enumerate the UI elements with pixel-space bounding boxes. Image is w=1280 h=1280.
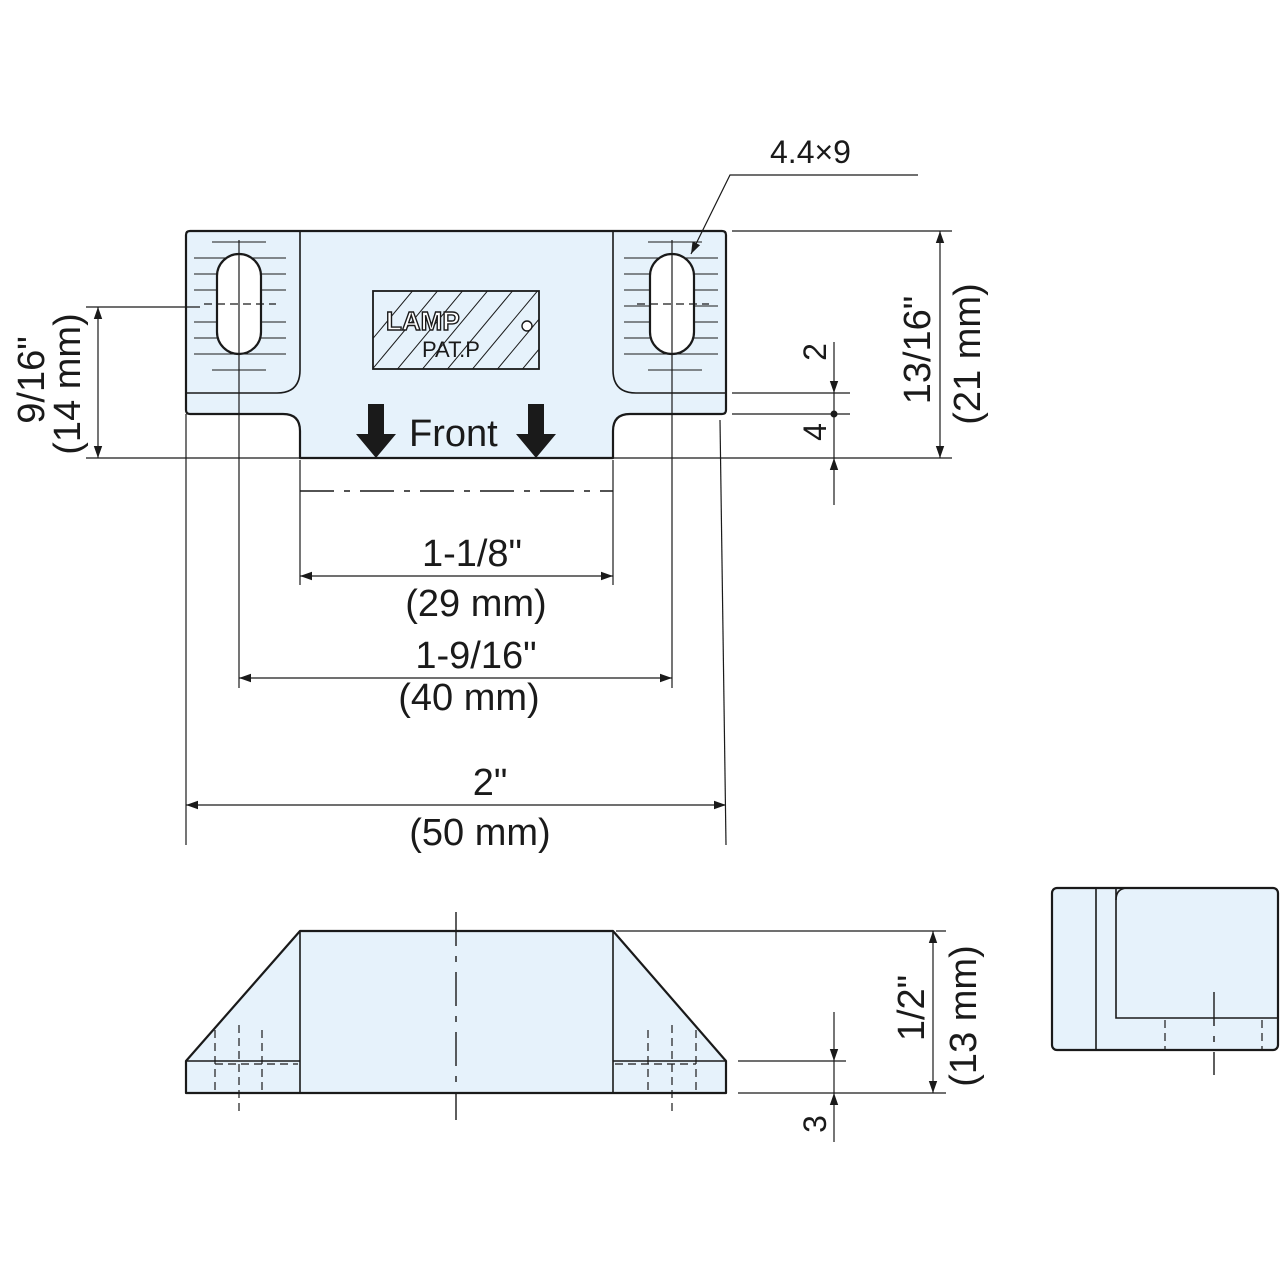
top-extension-lines bbox=[86, 230, 952, 846]
dim-front-mm: (13 mm) bbox=[943, 945, 985, 1086]
dimension-front-height: 1/2" (13 mm) bbox=[891, 931, 985, 1093]
slot-leader bbox=[690, 174, 918, 255]
dim-small-b: 4 bbox=[797, 423, 833, 441]
dim-front-base: 3 bbox=[797, 1115, 833, 1133]
center-block-edge-left bbox=[186, 231, 301, 394]
dim-height-mm: (21 mm) bbox=[947, 283, 989, 424]
patent-text: PAT.P bbox=[422, 337, 480, 362]
dimension-right: 13/16" (21 mm) bbox=[897, 231, 989, 458]
dim-total-in: 2" bbox=[473, 762, 508, 804]
dim-left-in: 9/16" bbox=[11, 336, 53, 423]
front-label: Front bbox=[409, 413, 498, 455]
dimension-total: 2" (50 mm) bbox=[186, 762, 726, 854]
side-view bbox=[1050, 886, 1280, 1075]
dim-holes-mm: (40 mm) bbox=[398, 677, 539, 719]
dim-total-mm: (50 mm) bbox=[409, 812, 550, 854]
dimension-small: 2 4 bbox=[797, 342, 839, 505]
dimension-front-base: 3 bbox=[797, 1012, 839, 1142]
dim-left-mm: (14 mm) bbox=[47, 313, 89, 454]
dimension-holes: 1-9/16" (40 mm) bbox=[239, 635, 672, 719]
slot-size-label: 4.4×9 bbox=[770, 134, 851, 170]
dim-inner-mm: (29 mm) bbox=[405, 583, 546, 625]
dim-small-a: 2 bbox=[797, 343, 833, 361]
front-extension-lines bbox=[616, 930, 946, 1094]
front-view-body bbox=[184, 929, 728, 1095]
front-arrow-left-icon bbox=[356, 404, 396, 458]
center-block-edge-right bbox=[612, 231, 726, 394]
top-view: LAMP PAT.P Front 4.4×9 bbox=[184, 134, 918, 460]
front-view bbox=[184, 912, 728, 1120]
front-arrow-right-icon bbox=[516, 404, 556, 458]
dim-inner-in: 1-1/8" bbox=[422, 533, 522, 575]
dim-front-in: 1/2" bbox=[891, 975, 933, 1041]
dimension-inner: 1-1/8" (29 mm) bbox=[300, 533, 613, 625]
logo-dot-icon bbox=[521, 320, 533, 332]
dim-height-in: 13/16" bbox=[897, 296, 939, 405]
logo-plate: LAMP PAT.P bbox=[372, 290, 540, 370]
dimension-left: 9/16" (14 mm) bbox=[11, 307, 103, 458]
dim-holes-in: 1-9/16" bbox=[415, 635, 536, 677]
logo-text: LAMP bbox=[386, 306, 460, 336]
